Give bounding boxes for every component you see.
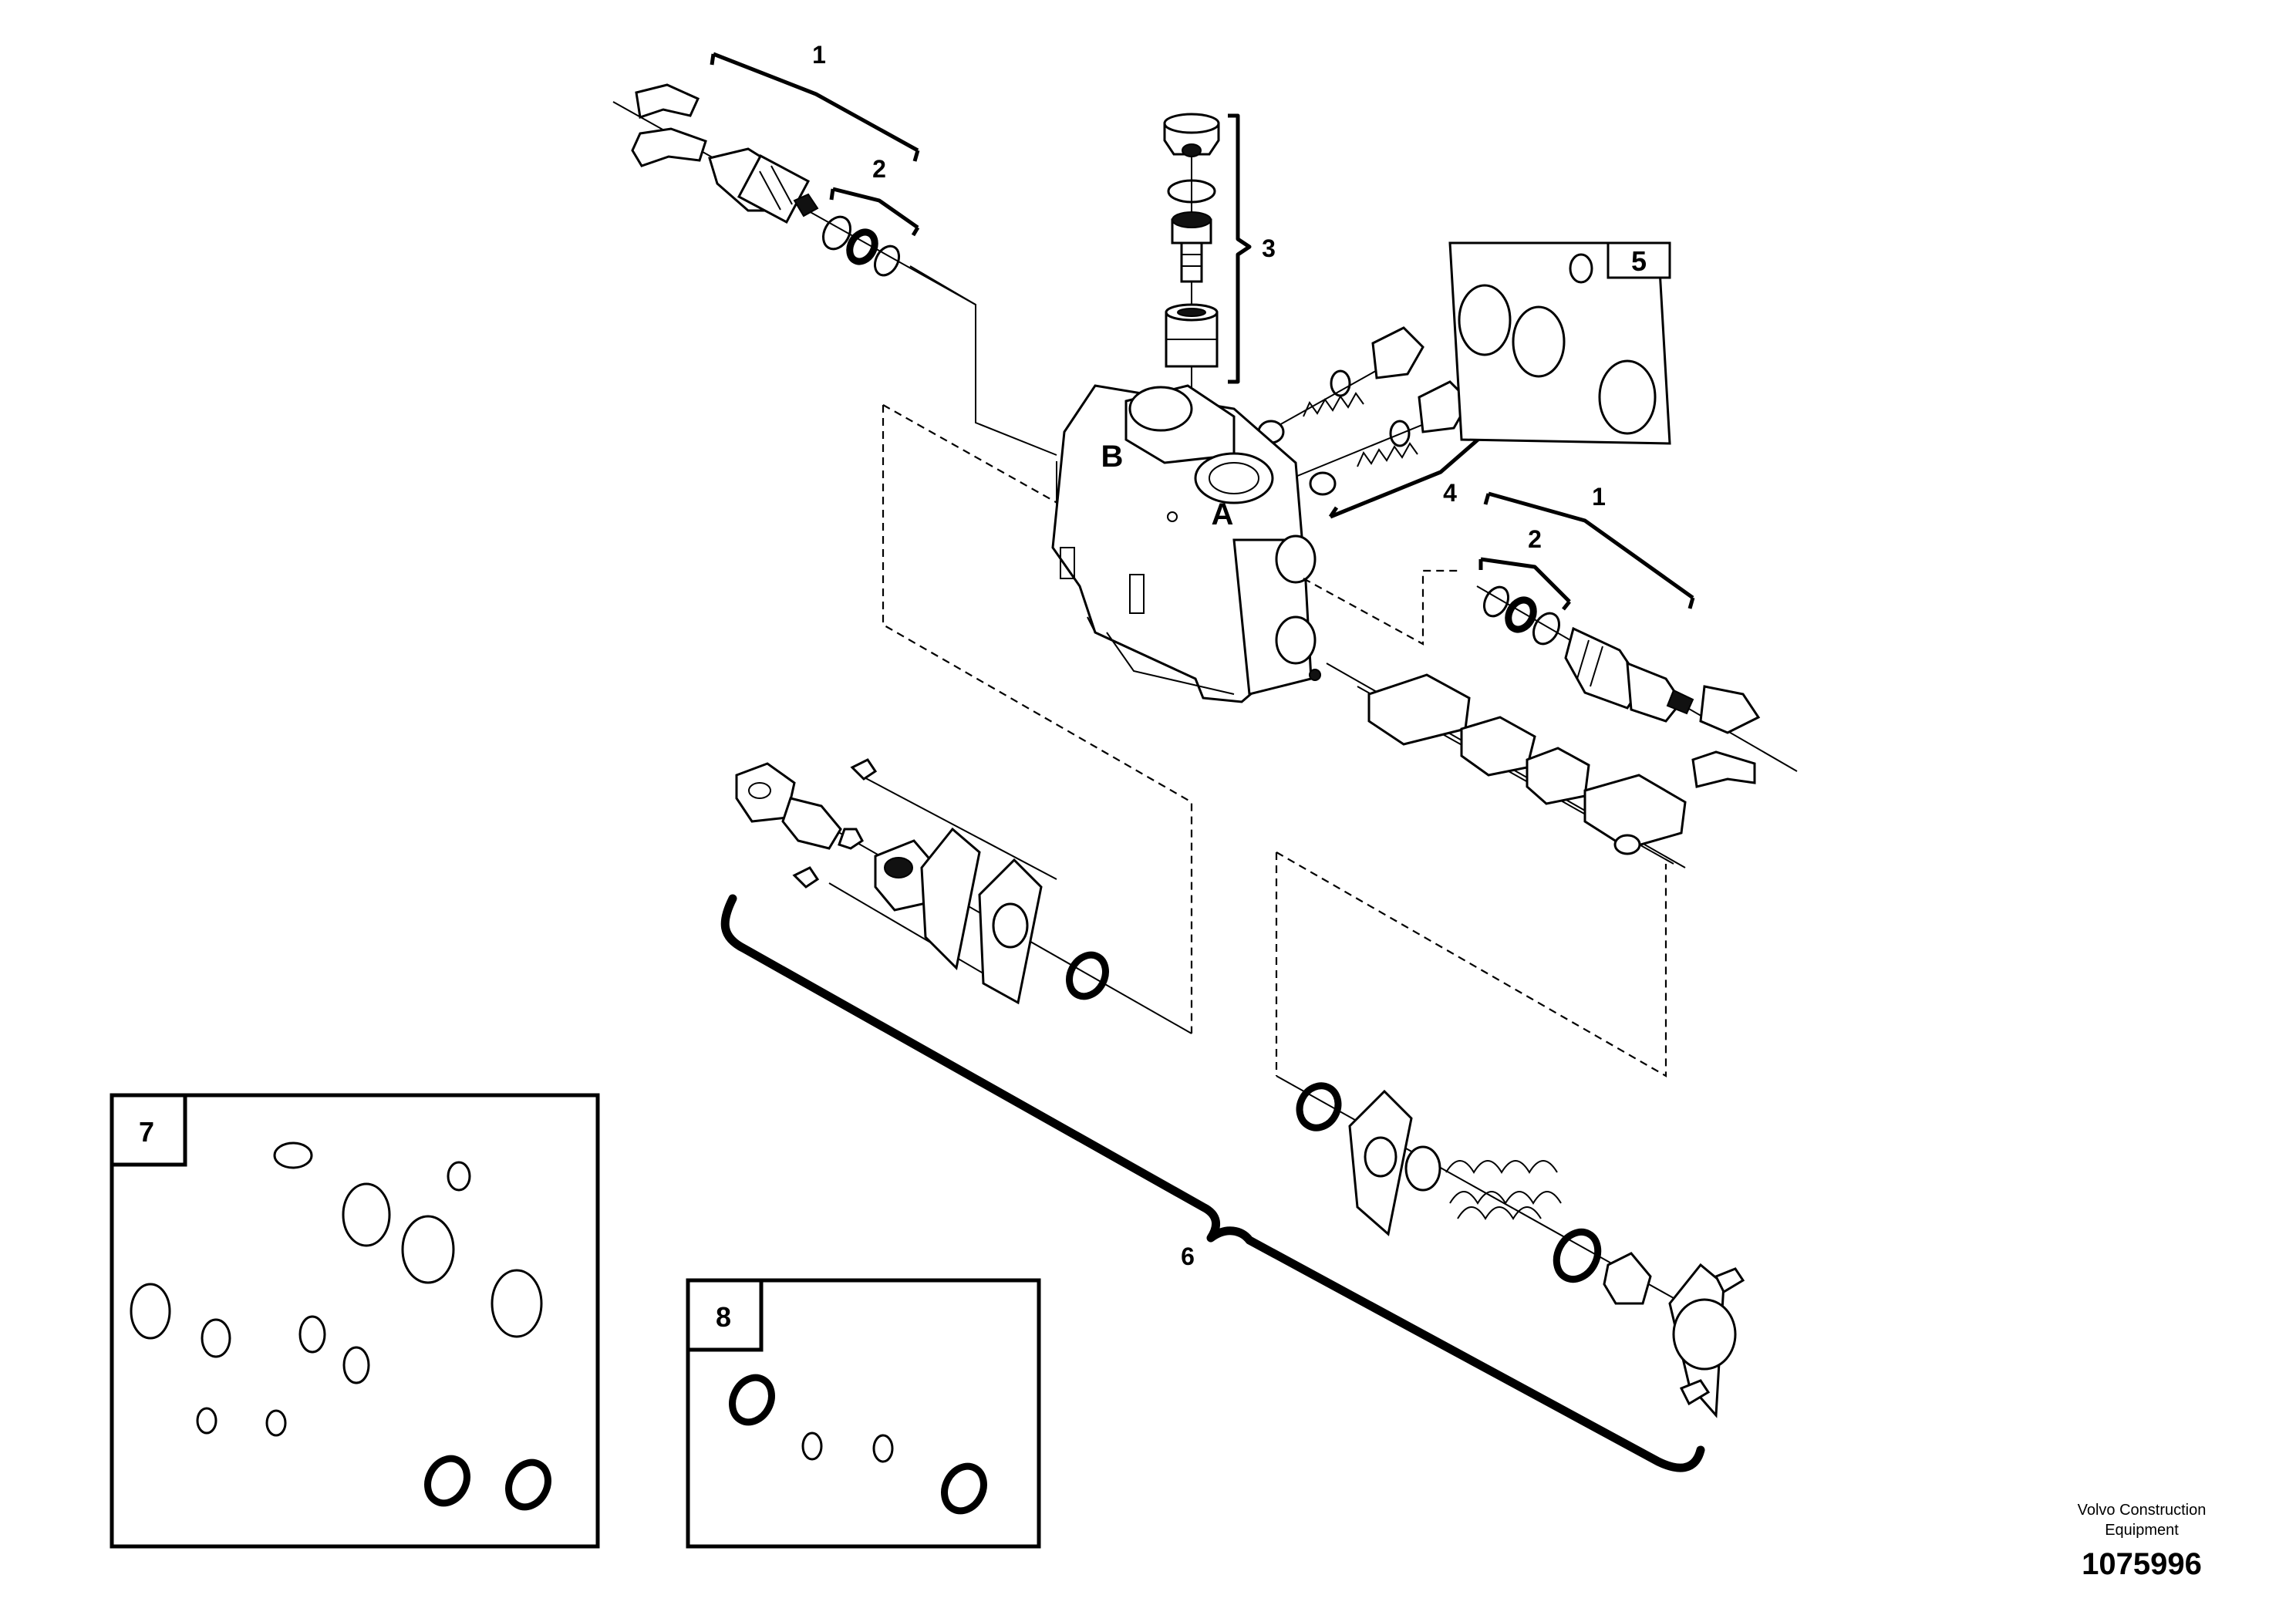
drawing-number: 1075996 [2082, 1547, 2202, 1581]
port-label-a: A [1212, 497, 1234, 531]
callout-item-6: 6 [1181, 1243, 1195, 1270]
port-label-b: B [1101, 440, 1124, 474]
seal-kit-item-8: 8 [686, 1278, 1041, 1549]
bracket-item-1-top [710, 52, 920, 162]
callout-item-8: 8 [716, 1301, 731, 1333]
callout-item-2-right: 2 [1528, 525, 1542, 553]
bracket-item-2-right [1478, 557, 1571, 611]
callout-item-2-top: 2 [872, 155, 886, 183]
brand-line-2: Equipment [2105, 1522, 2179, 1539]
relief-valve-right [1476, 585, 1798, 788]
callout-item-1-top: 1 [812, 41, 826, 69]
spring-valves-item-4 [1253, 326, 1471, 496]
callout-item-4: 4 [1443, 479, 1457, 507]
brand-line-1: Volvo Construction [2077, 1502, 2207, 1519]
bracket-item-2-top [829, 187, 920, 237]
relief-valve-top-left [612, 83, 1057, 456]
bracket-item-3 [1228, 113, 1252, 384]
callout-item-5: 5 [1631, 245, 1647, 277]
bracket-item-1-right [1483, 491, 1695, 609]
callout-item-3: 3 [1262, 234, 1276, 262]
callout-item-7: 7 [139, 1116, 154, 1148]
seal-kit-item-5: 5 [1448, 241, 1671, 445]
spool [1357, 673, 1687, 865]
spool-cap-left [735, 758, 1192, 1034]
callout-item-1-right: 1 [1592, 483, 1606, 511]
bracket-item-6 [720, 894, 1705, 1472]
brand-label: Volvo Construction Equipment [2049, 1500, 2234, 1540]
check-valve-stack [1163, 113, 1220, 532]
valve-section-body: B A [882, 384, 1686, 1034]
seal-kit-item-7: 7 [110, 1093, 600, 1549]
spool-cap-right [1275, 851, 1745, 1418]
